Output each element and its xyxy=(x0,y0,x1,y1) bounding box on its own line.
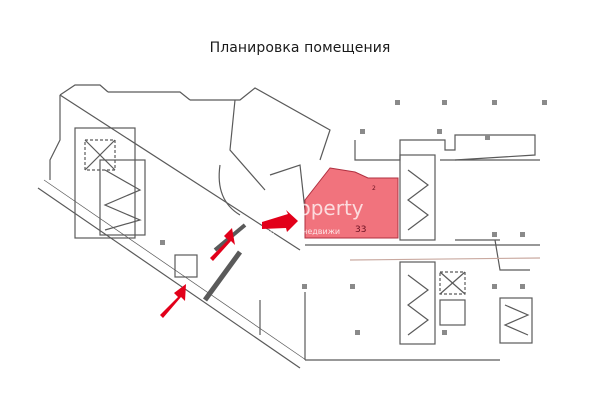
entrance-arrows xyxy=(160,210,298,318)
watermark-tagline: арочная недвижи xyxy=(265,227,340,236)
entrance-arrow-icon xyxy=(262,210,298,232)
highlighted-room[interactable] xyxy=(304,167,399,239)
room-label-bottom: 33 xyxy=(355,225,366,235)
room-label-top: 2 xyxy=(372,185,376,192)
building-walls xyxy=(37,84,541,369)
column-markers xyxy=(160,100,547,335)
entrance-arrow-icon xyxy=(210,228,235,261)
page-title: Планировка помещения xyxy=(209,40,391,56)
entrance-arrow-icon xyxy=(160,284,186,318)
